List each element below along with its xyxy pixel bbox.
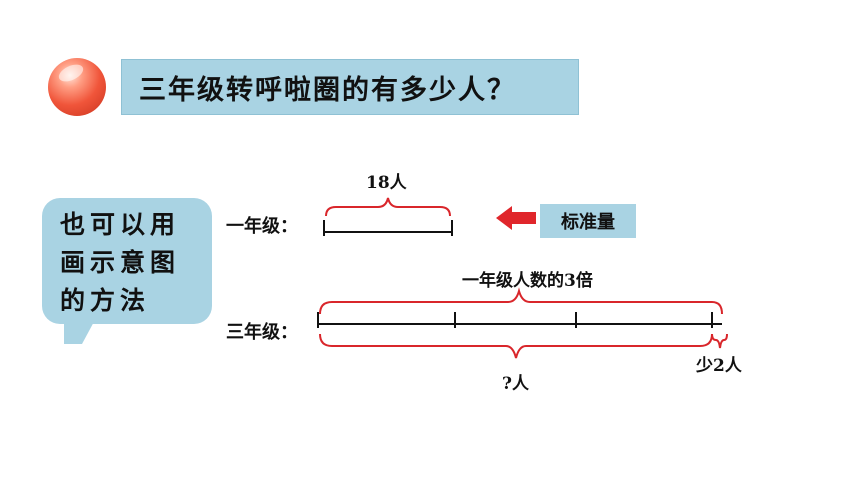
left-arrow-icon — [496, 206, 536, 230]
question-text: 三年级转呼啦圈的有多少人？ — [139, 74, 516, 106]
times-brace — [319, 287, 723, 315]
standard-quantity-tag: 标准量 — [540, 204, 636, 238]
speech-bubble: 也可以用 画示意图 的方法 — [42, 198, 212, 324]
fewer-brace — [711, 333, 728, 349]
times-label: 一年级人数的3倍 — [462, 271, 593, 291]
bubble-line: 的方法 — [60, 286, 151, 315]
bubble-line: 也可以用 — [60, 210, 181, 239]
grade3-label: 三年级： — [226, 322, 298, 343]
total-brace — [319, 333, 713, 359]
fewer-label: 少2人 — [696, 356, 742, 376]
standard-label: 标准量 — [561, 212, 615, 233]
grade1-segment — [323, 220, 453, 236]
grade1-label: 一年级： — [226, 216, 298, 237]
speech-bubble-tail — [64, 318, 96, 344]
grade1-count-label: 18人 — [366, 173, 407, 193]
unknown-count-label: ?人 — [502, 374, 529, 394]
grade3-segment — [317, 312, 722, 328]
grade1-count-brace — [325, 197, 451, 217]
question-banner: 三年级转呼啦圈的有多少人？ — [121, 59, 579, 115]
bubble-line: 画示意图 — [60, 248, 181, 277]
